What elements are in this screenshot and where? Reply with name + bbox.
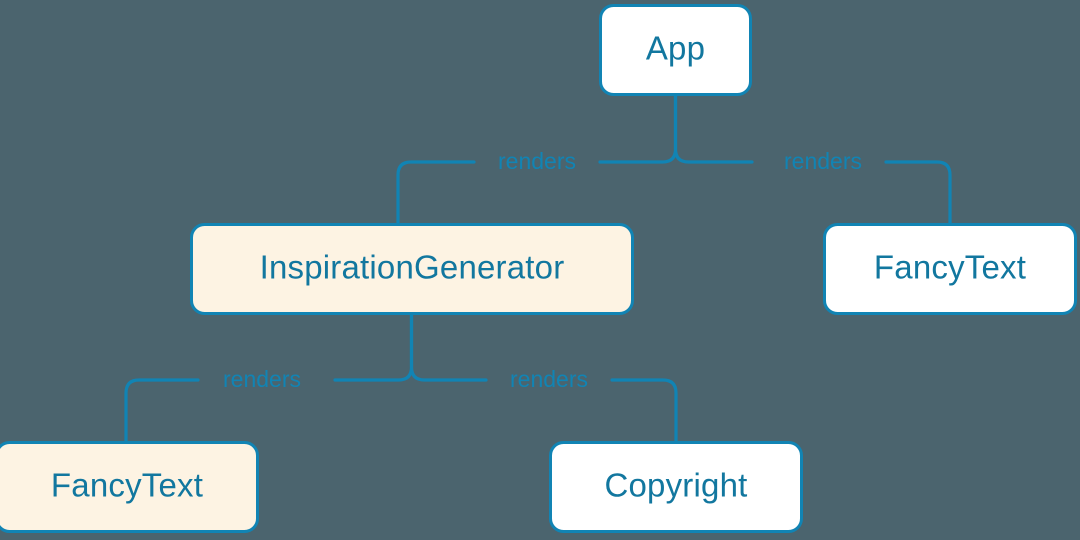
node-fancytext-right-box[interactable]: [823, 223, 1077, 315]
node-copyright-box[interactable]: [549, 441, 803, 533]
node-copyright-label: Copyright: [604, 467, 747, 504]
edge-line-ig-to-fancytext-bottom: [333, 312, 414, 382]
edge-line-app-to-fancytext-right: [673, 94, 754, 164]
edge-app-to-fancytext-right: renders: [673, 94, 952, 225]
node-app-label: App: [646, 30, 705, 67]
edge-line-ig-to-copyright-2: [610, 378, 678, 443]
edge-inspiration-generator-to-copyright: renders: [409, 312, 678, 443]
edge-label-ig-to-fancytext-bottom: renders: [223, 366, 301, 392]
node-copyright[interactable]: Copyright: [549, 441, 803, 533]
node-fancytext-right-label: FancyText: [874, 249, 1026, 286]
node-app[interactable]: App: [599, 4, 752, 96]
edge-label-app-to-fancytext-right: renders: [784, 148, 862, 174]
node-inspiration-generator-box[interactable]: [190, 223, 634, 315]
edge-label-ig-to-copyright: renders: [510, 366, 588, 392]
node-fancytext-bottom[interactable]: FancyText: [0, 441, 259, 533]
edge-line-ig-to-copyright: [409, 312, 488, 382]
edge-line-ig-to-fancytext-bottom-2: [124, 378, 200, 443]
node-inspiration-generator-label: InspirationGenerator: [260, 249, 565, 286]
node-inspiration-generator[interactable]: InspirationGenerator: [190, 223, 634, 315]
node-fancytext-bottom-label: FancyText: [51, 467, 203, 504]
edge-label-app-to-inspiration-generator: renders: [498, 148, 576, 174]
edge-line-app-to-inspiration-generator: [598, 94, 678, 164]
edge-inspiration-generator-to-fancytext-bottom: renders: [124, 312, 414, 443]
edge-line-app-to-fancytext-right-2: [884, 160, 952, 225]
node-fancytext-bottom-box[interactable]: [0, 441, 259, 533]
node-fancytext-right[interactable]: FancyText: [823, 223, 1077, 315]
edge-app-to-inspiration-generator: renders: [396, 94, 678, 225]
edge-line-app-to-inspiration-generator-2: [396, 160, 476, 225]
node-app-box[interactable]: [599, 4, 752, 96]
